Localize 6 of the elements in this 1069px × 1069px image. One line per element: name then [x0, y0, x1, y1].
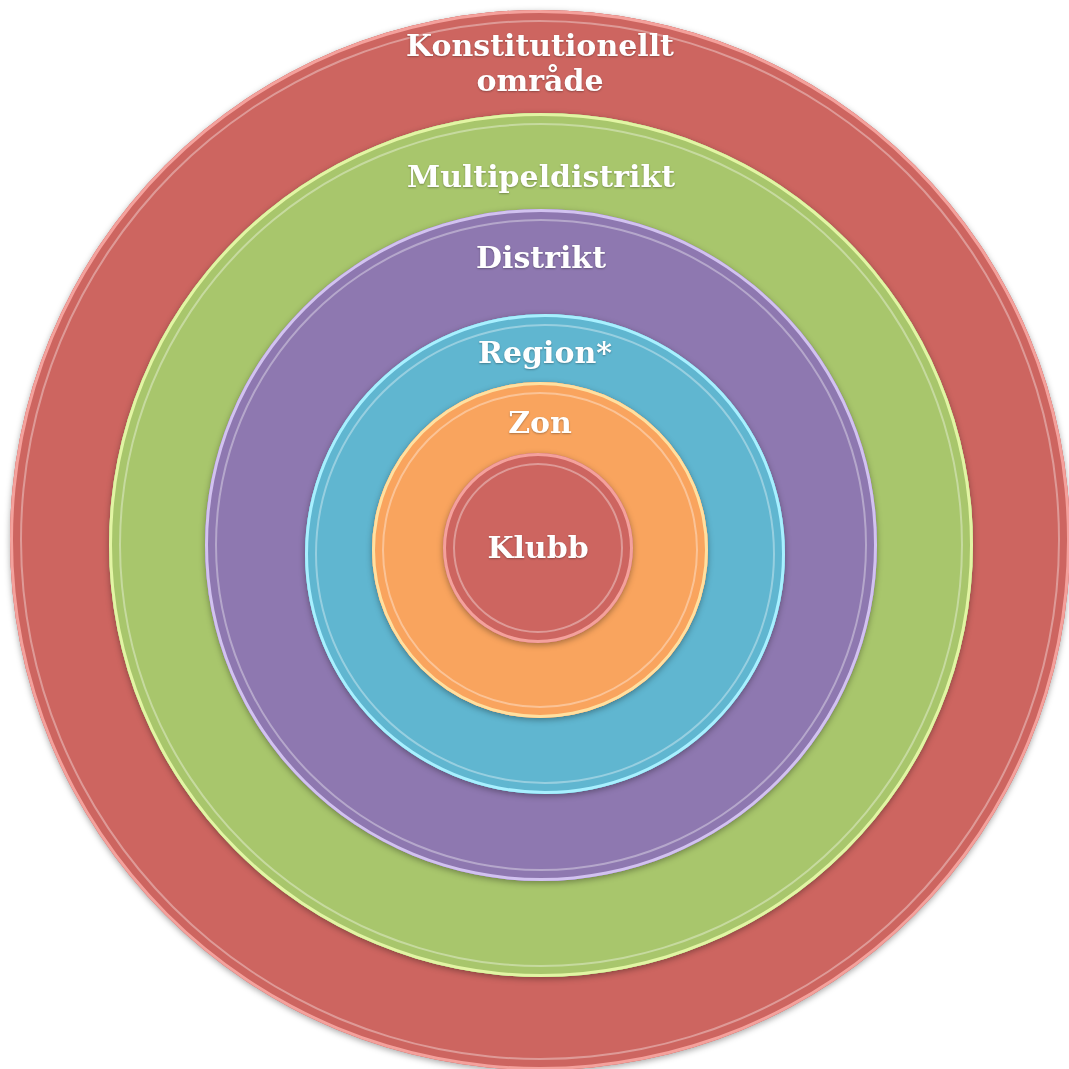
- ring-label: Zon: [507, 405, 573, 441]
- ring-label: Klubb: [486, 530, 590, 566]
- ring-label: Konstitutionellt område: [405, 28, 675, 98]
- ring-label: Region*: [477, 335, 613, 371]
- ring-label: Multipeldistrikt: [405, 159, 677, 195]
- ring-label: Distrikt: [475, 240, 607, 276]
